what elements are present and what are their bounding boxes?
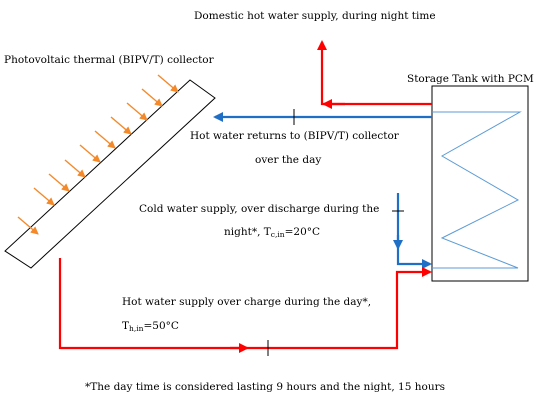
pcm-coil (432, 111, 522, 269)
cold-supply-pipe (396, 193, 432, 269)
hot-supply-label-line1: Hot water supply over charge during the … (122, 296, 371, 308)
cold-supply-suffix: =20°C (285, 226, 320, 238)
storage-tank (431, 85, 529, 282)
hot-supply-label-line2: Th,in=50°C (122, 320, 179, 333)
hot-return-label-line2: over the day (255, 154, 321, 166)
storage-tank-label: Storage Tank with PCM (407, 73, 534, 85)
footnote: *The day time is considered lasting 9 ho… (85, 381, 445, 393)
cold-supply-label-line2: night*, Tc,in=20°C (224, 226, 320, 239)
cold-supply-subscript: c,in (271, 230, 285, 239)
hot-supply-pipe (58, 258, 432, 350)
sun-rays (17, 74, 179, 235)
hot-supply-subscript: h,in (129, 324, 144, 333)
domestic-hot-water-label: Domestic hot water supply, during night … (194, 10, 436, 22)
hot-supply-prefix: T (122, 320, 129, 332)
bipvt-collector-panel (4, 79, 216, 269)
cold-supply-label-line1: Cold water supply, over discharge during… (139, 203, 379, 215)
collector-label: Photovoltaic thermal (BIPV/T) collector (4, 54, 215, 66)
cold-supply-prefix: night*, T (224, 226, 271, 238)
hot-return-label-line1: Hot water returns to (BIPV/T) collector (190, 130, 400, 142)
hot-supply-suffix: =50°C (143, 320, 178, 332)
